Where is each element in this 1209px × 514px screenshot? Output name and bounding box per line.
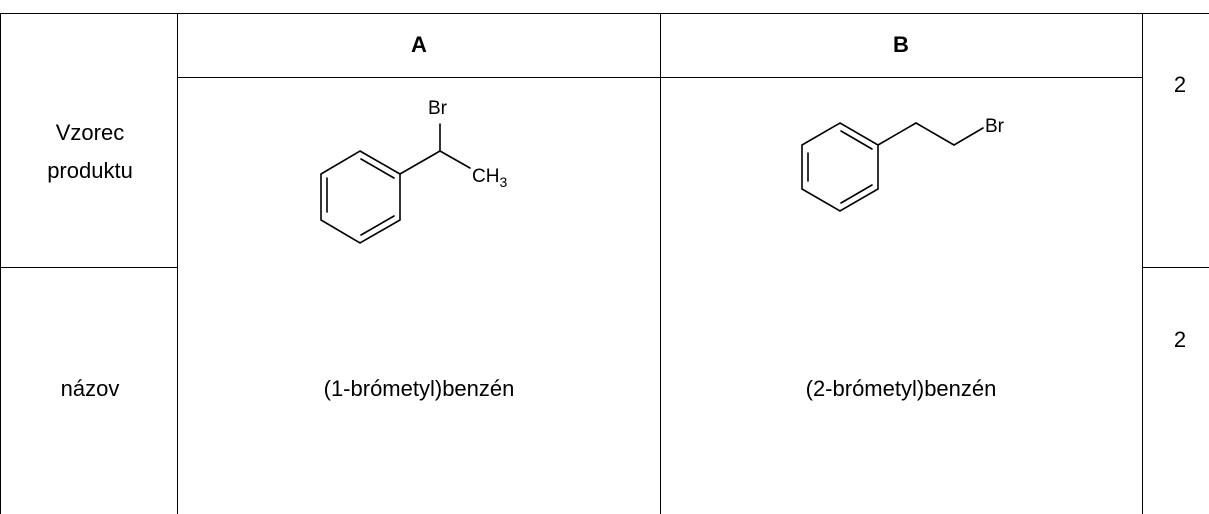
row-label-formula-line1: Vzorec xyxy=(55,120,125,145)
points-row2: 2 xyxy=(1173,327,1187,352)
grid-line-top xyxy=(0,13,1209,14)
column-header-b: B xyxy=(893,32,909,57)
atom-ch3-a: CH3 xyxy=(472,166,507,190)
grid-line-left xyxy=(0,13,1,514)
grid-line-row-divider-left xyxy=(0,267,177,268)
row-label-name: názov xyxy=(60,376,120,401)
column-header-a: A xyxy=(411,32,427,57)
grid-line-header-bottom xyxy=(177,77,1142,78)
row-label-formula-line2: produktu xyxy=(47,158,133,183)
points-row1: 2 xyxy=(1173,72,1187,97)
atom-br-b: Br xyxy=(985,116,1005,137)
grid-line-row-divider-right xyxy=(1142,267,1209,268)
grid-line-col1 xyxy=(177,13,178,514)
atom-ch-a: CH xyxy=(472,166,499,187)
structure-b: Br xyxy=(801,116,1005,212)
structure-a: Br CH3 xyxy=(320,98,507,244)
grid-line-col3 xyxy=(1142,13,1143,514)
grid-line-col2 xyxy=(660,13,661,514)
atom-ch-subscript-a: 3 xyxy=(499,174,507,190)
atom-br-a: Br xyxy=(428,98,448,119)
compound-name-b: (2-brómetyl)benzén xyxy=(805,376,997,401)
compound-name-a: (1-brómetyl)benzén xyxy=(323,376,515,401)
